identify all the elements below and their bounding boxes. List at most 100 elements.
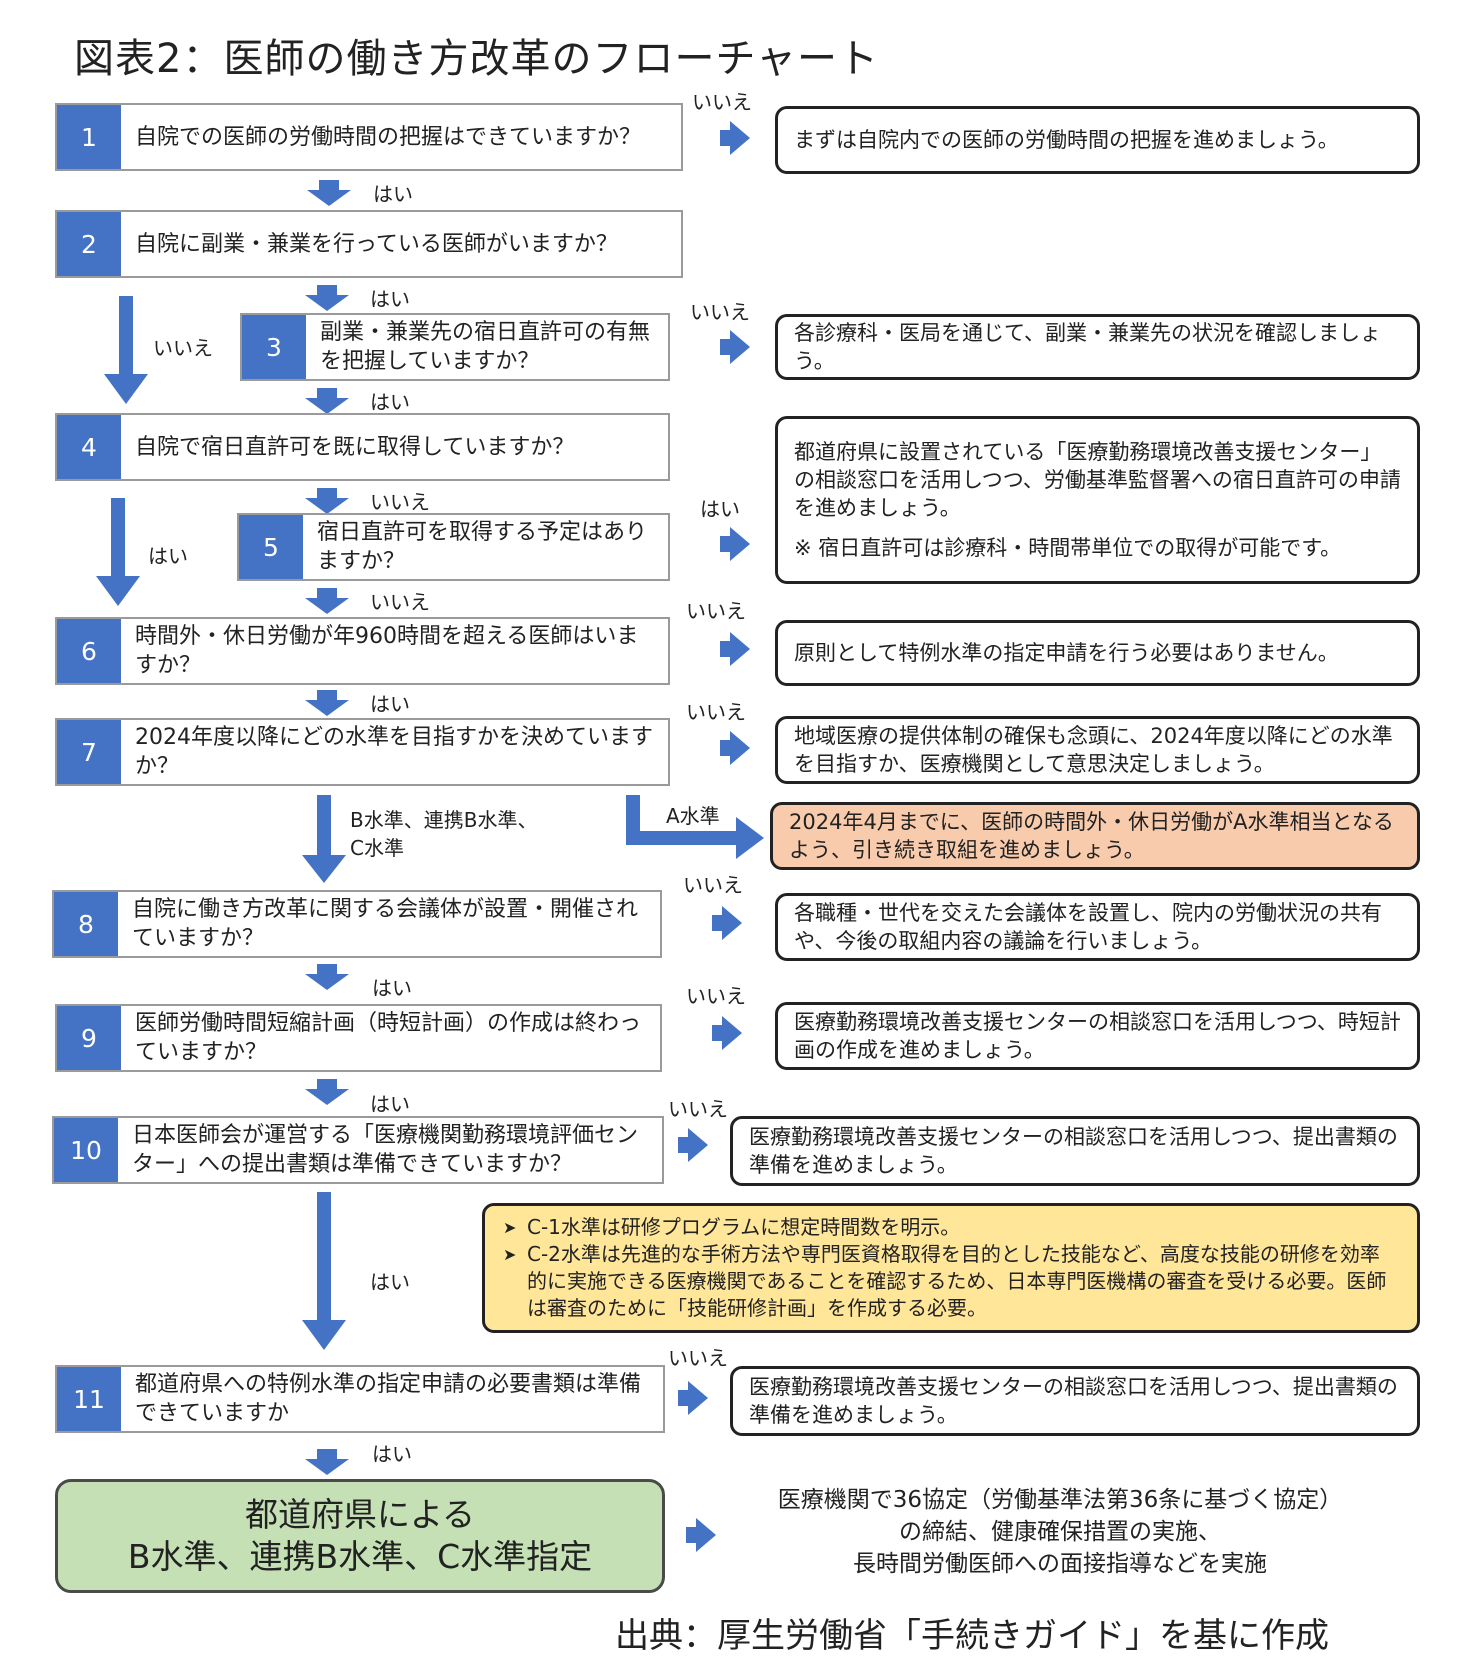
action-text: 都道府県に設置されている「医療勤務環境改善支援センター」の相談窓口を活用しつつ、… bbox=[794, 440, 1401, 520]
page-title: 図表2：医師の働き方改革のフローチャート bbox=[74, 36, 880, 82]
yes-label: はい bbox=[372, 1442, 412, 1466]
final-line-1: 都道府県による bbox=[244, 1495, 475, 1534]
yes-label: はい bbox=[372, 976, 412, 1000]
right-arrow-icon bbox=[720, 121, 750, 155]
no-label: いいえ bbox=[690, 300, 750, 324]
question-number: 9 bbox=[57, 1006, 121, 1070]
question-box-7: 7 2024年度以降にどの水準を目指すかを決めていますか？ bbox=[55, 718, 670, 786]
question-text: 都道府県への特例水準の指定申請の必要書類は準備できていますか bbox=[135, 1372, 642, 1426]
long-down-arrow-icon bbox=[96, 498, 140, 606]
yes-label: はい bbox=[370, 1092, 410, 1116]
no-label: いいえ bbox=[686, 984, 746, 1008]
right-arrow-icon bbox=[712, 1016, 742, 1050]
no-label: いいえ bbox=[686, 700, 746, 724]
yes-label: はい bbox=[370, 287, 410, 311]
down-arrow-icon bbox=[307, 180, 351, 206]
c-level-notes: C-1水準は研修プログラムに想定時間数を明示。 C-2水準は先進的な手術方法や専… bbox=[503, 1214, 1399, 1322]
result-line-2: の締結、健康確保措置の実施、 bbox=[899, 1519, 1221, 1545]
c-level-note-box: C-1水準は研修プログラムに想定時間数を明示。 C-2水準は先進的な手術方法や専… bbox=[482, 1203, 1420, 1333]
question-text: 自院に働き方改革に関する会議体が設置・開催されていますか？ bbox=[132, 897, 639, 951]
action-box-4: 都道府県に設置されている「医療勤務環境改善支援センター」の相談窓口を活用しつつ、… bbox=[775, 416, 1420, 584]
no-label: いいえ bbox=[692, 90, 752, 114]
elbow-arrow-icon bbox=[626, 795, 764, 859]
question-number: 1 bbox=[57, 105, 121, 169]
yes-label: はい bbox=[148, 544, 188, 568]
action-box-11: 医療勤務環境改善支援センターの相談窓口を活用しつつ、提出書類の準備を進めましょう… bbox=[730, 1366, 1420, 1436]
result-line-3: 長時間労働医師への面接指導などを実施 bbox=[853, 1551, 1267, 1577]
c1-note: C-1水準は研修プログラムに想定時間数を明示。 bbox=[503, 1214, 1399, 1241]
no-label: いいえ bbox=[686, 599, 746, 623]
question-box-8: 8 自院に働き方改革に関する会議体が設置・開催されていますか？ bbox=[52, 890, 662, 958]
yes-label: はい bbox=[370, 390, 410, 414]
question-text: 副業・兼業先の宿日直許可の有無を把握していますか？ bbox=[320, 320, 651, 374]
yes-label: はい bbox=[373, 182, 413, 206]
branch-c-text: C水準 bbox=[350, 836, 404, 860]
question-number: 3 bbox=[242, 315, 306, 379]
down-arrow-icon bbox=[305, 1449, 349, 1475]
right-arrow-icon bbox=[720, 632, 750, 666]
down-arrow-icon bbox=[305, 1079, 349, 1105]
no-label: いいえ bbox=[683, 873, 743, 897]
question-number: 8 bbox=[54, 892, 118, 956]
question-box-2: 2 自院に副業・兼業を行っている医師がいますか？ bbox=[55, 210, 683, 278]
no-label: いいえ bbox=[370, 590, 430, 614]
action-box-8: 各職種・世代を交えた会議体を設置し、院内の労働状況の共有や、今後の取組内容の議論… bbox=[775, 893, 1420, 961]
result-line-1: 医療機関で36協定（労働基準法第36条に基づく協定） bbox=[777, 1487, 1343, 1513]
question-box-9: 9 医師労働時間短縮計画（時短計画）の作成は終わっていますか？ bbox=[55, 1004, 662, 1072]
yes-label: はい bbox=[370, 1270, 410, 1294]
down-arrow-icon bbox=[305, 588, 349, 614]
final-line-2: B水準、連携B水準、C水準指定 bbox=[127, 1537, 593, 1576]
question-text: 自院での医師の労働時間の把握はできていますか？ bbox=[135, 124, 642, 150]
question-box-11: 11 都道府県への特例水準の指定申請の必要書類は準備できていますか bbox=[55, 1365, 665, 1433]
question-text: 宿日直許可を取得する予定はありますか？ bbox=[317, 520, 648, 574]
question-box-3: 3 副業・兼業先の宿日直許可の有無を把握していますか？ bbox=[240, 313, 670, 381]
right-arrow-icon bbox=[720, 527, 750, 561]
long-down-arrow-icon bbox=[104, 296, 148, 404]
result-text: 医療機関で36協定（労働基準法第36条に基づく協定） の締結、健康確保措置の実施… bbox=[720, 1484, 1400, 1580]
action-box-10: 医療勤務環境改善支援センターの相談窓口を活用しつつ、提出書類の準備を進めましょう… bbox=[730, 1116, 1420, 1186]
branch-a-label: A水準 bbox=[666, 804, 720, 828]
no-label: いいえ bbox=[668, 1346, 728, 1370]
long-down-arrow-icon bbox=[302, 1192, 346, 1350]
action-box-1: まずは自院内での医師の労働時間の把握を進めましょう。 bbox=[775, 106, 1420, 174]
down-arrow-icon bbox=[305, 964, 349, 990]
question-box-6: 6 時間外・休日労働が年960時間を超える医師はいますか？ bbox=[55, 617, 670, 685]
question-text: 日本医師会が運営する「医療機関勤務環境評価センター」への提出書類は準備できていま… bbox=[132, 1123, 639, 1177]
right-arrow-icon bbox=[678, 1381, 708, 1415]
c2-note: C-2水準は先進的な手術方法や専門医資格取得を目的とした技能など、高度な技能の研… bbox=[503, 1241, 1399, 1322]
down-arrow-icon bbox=[305, 285, 349, 311]
right-arrow-icon bbox=[720, 330, 750, 364]
no-label: いいえ bbox=[370, 490, 430, 514]
down-arrow-icon bbox=[305, 488, 349, 514]
no-label: いいえ bbox=[153, 336, 213, 360]
action-box-6: 原則として特例水準の指定申請を行う必要はありません。 bbox=[775, 620, 1420, 686]
branch-bc-label: B水準、連携B水準、 C水準 bbox=[350, 806, 537, 862]
question-text: 医師労働時間短縮計画（時短計画）の作成は終わっていますか？ bbox=[135, 1011, 642, 1065]
branch-b-text: B水準、連携B水準、 bbox=[350, 808, 538, 832]
question-number: 4 bbox=[57, 415, 121, 479]
right-arrow-icon bbox=[720, 731, 750, 765]
question-box-1: 1 自院での医師の労働時間の把握はできていますか？ bbox=[55, 103, 683, 171]
question-number: 5 bbox=[239, 515, 303, 579]
question-box-10: 10 日本医師会が運営する「医療機関勤務環境評価センター」への提出書類は準備でき… bbox=[52, 1116, 664, 1184]
question-number: 7 bbox=[57, 720, 121, 784]
question-box-5: 5 宿日直許可を取得する予定はありますか？ bbox=[237, 513, 670, 581]
action-box-9: 医療勤務環境改善支援センターの相談窓口を活用しつつ、時短計画の作成を進めましょう… bbox=[775, 1002, 1420, 1070]
final-designation-box: 都道府県による B水準、連携B水準、C水準指定 bbox=[55, 1479, 665, 1593]
question-box-4: 4 自院で宿日直許可を既に取得していますか？ bbox=[55, 413, 670, 481]
action-box-3: 各診療科・医局を通じて、副業・兼業先の状況を確認しましょう。 bbox=[775, 314, 1420, 380]
question-number: 2 bbox=[57, 212, 121, 276]
down-arrow-icon bbox=[305, 690, 349, 716]
yes-label: はい bbox=[700, 497, 740, 521]
question-text: 時間外・休日労働が年960時間を超える医師はいますか？ bbox=[135, 624, 639, 678]
action-box-a-level: 2024年4月までに、医師の時間外・休日労働がA水準相当となるよう、引き続き取組… bbox=[770, 802, 1420, 870]
right-arrow-icon bbox=[712, 906, 742, 940]
question-number: 11 bbox=[57, 1367, 121, 1431]
long-down-arrow-icon bbox=[302, 795, 346, 883]
action-note: ※ 宿日直許可は診療科・時間帯単位での取得が可能です。 bbox=[794, 536, 1342, 560]
yes-label: はい bbox=[370, 692, 410, 716]
down-arrow-icon bbox=[305, 388, 349, 414]
question-text: 自院に副業・兼業を行っている医師がいますか？ bbox=[135, 231, 618, 257]
source-credit: 出典：厚生労働省「手続きガイド」を基に作成 bbox=[615, 1616, 1329, 1656]
question-number: 10 bbox=[54, 1118, 118, 1182]
